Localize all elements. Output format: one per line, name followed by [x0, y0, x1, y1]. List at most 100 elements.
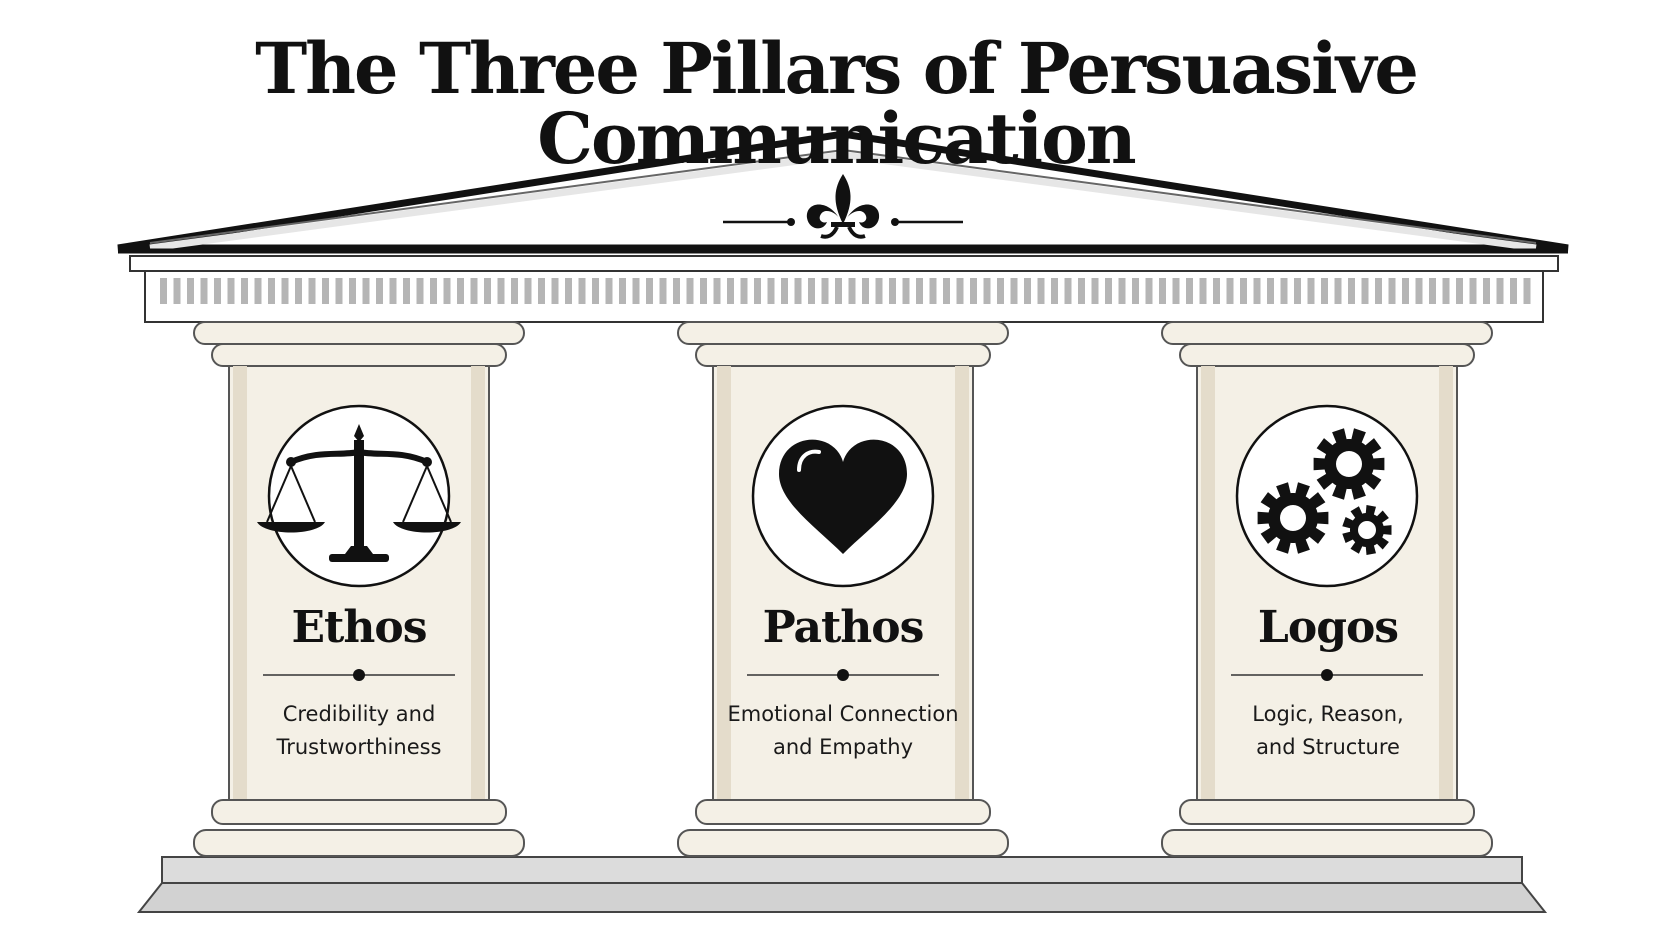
dentil [767, 278, 775, 304]
dentil [943, 278, 950, 304]
dentil [524, 278, 532, 304]
column-logos [1161, 321, 1493, 857]
dentil [1280, 278, 1288, 304]
dentil [808, 278, 815, 304]
dentil [497, 278, 505, 304]
dentil [1523, 278, 1531, 304]
dentil [1145, 278, 1153, 304]
dentil [1037, 278, 1045, 304]
dentil [983, 278, 991, 304]
pillar-description: Emotional Connection and Empathy [713, 698, 973, 764]
dentil [1361, 278, 1369, 304]
dentil [1307, 278, 1315, 304]
description-line: and Empathy [772, 735, 914, 759]
dentil [1348, 278, 1355, 304]
dentil [1429, 278, 1436, 304]
dentil [1267, 278, 1274, 304]
dentil [1253, 278, 1261, 304]
dentil [781, 278, 788, 304]
dentil [1402, 278, 1409, 304]
dentil [1105, 278, 1112, 304]
dentil [187, 278, 194, 304]
dentil [227, 278, 235, 304]
dentil [619, 278, 626, 304]
dentil [511, 278, 518, 304]
dentil [430, 278, 437, 304]
dentil [1442, 278, 1450, 304]
dentil [740, 278, 748, 304]
dentil [214, 278, 221, 304]
dentil [335, 278, 343, 304]
dentil [470, 278, 478, 304]
description-line: Credibility and [282, 702, 436, 726]
dentil [241, 278, 248, 304]
column-pathos [677, 321, 1009, 857]
dentil [1334, 278, 1342, 304]
dentil [551, 278, 559, 304]
dentil [673, 278, 680, 304]
pillar-description: Logic, Reason, and Structure [1198, 698, 1458, 764]
dentil [727, 278, 734, 304]
dentil [1172, 278, 1180, 304]
dentil [848, 278, 856, 304]
dentil [1294, 278, 1301, 304]
dentil [754, 278, 761, 304]
dentil [997, 278, 1004, 304]
dentil [1415, 278, 1423, 304]
icon-medallion [1235, 404, 1419, 588]
dentil [1213, 278, 1220, 304]
pillar-description: Credibility and Trustworthiness [229, 698, 489, 764]
dentil [443, 278, 451, 304]
pillar-title: Logos [1257, 602, 1399, 653]
dentil [376, 278, 383, 304]
dentil [1186, 278, 1193, 304]
dentil [700, 278, 707, 304]
dentil [875, 278, 883, 304]
dentil [1024, 278, 1031, 304]
dentil [160, 278, 167, 304]
dentil [416, 278, 424, 304]
dentil [1159, 278, 1166, 304]
dentil [605, 278, 613, 304]
dentil [173, 278, 181, 304]
dentil [1321, 278, 1328, 304]
dentil [794, 278, 802, 304]
dentil [902, 278, 910, 304]
description-line: Trustworthiness [276, 735, 442, 759]
dentil [484, 278, 491, 304]
dentil [862, 278, 869, 304]
dentil [970, 278, 977, 304]
dentil [1132, 278, 1139, 304]
fleur-de-lis-ornament [723, 174, 963, 239]
page-title: The Three Pillars of Persuasive Communic… [255, 27, 1419, 180]
temple-base [136, 856, 1548, 913]
pillar-title: Ethos [291, 602, 428, 653]
dentil [1496, 278, 1504, 304]
dentil [1226, 278, 1234, 304]
heart-icon [779, 439, 907, 554]
dentil [362, 278, 370, 304]
dentil [889, 278, 896, 304]
dentil [646, 278, 653, 304]
description-line: and Structure [1256, 735, 1400, 759]
dentil [713, 278, 721, 304]
dentil [349, 278, 356, 304]
column-ethos [193, 321, 525, 857]
dentil [956, 278, 964, 304]
dentil [632, 278, 640, 304]
dentil [821, 278, 829, 304]
entablature [129, 255, 1559, 323]
dentil [916, 278, 923, 304]
dentil [295, 278, 302, 304]
columns [193, 321, 1493, 857]
dentil [578, 278, 586, 304]
divider-dot [837, 669, 849, 681]
dentil [389, 278, 397, 304]
dentil [565, 278, 572, 304]
dentil [1388, 278, 1396, 304]
dentil [457, 278, 464, 304]
gears-icon [1257, 428, 1392, 555]
dentil [835, 278, 842, 304]
